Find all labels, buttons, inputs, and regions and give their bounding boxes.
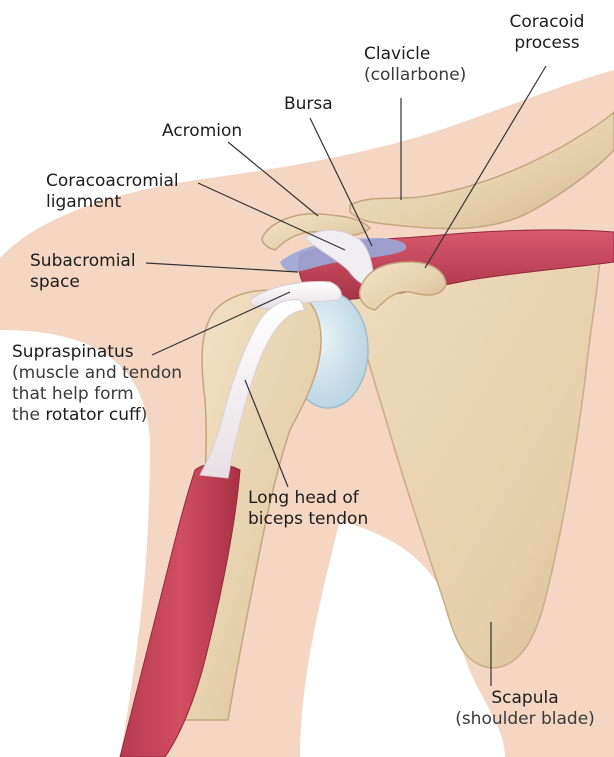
supraspinatus-sub3-post: ) <box>141 405 148 425</box>
scapula-sub: (shoulder blade) <box>440 709 610 730</box>
label-clavicle: Clavicle (collarbone) <box>364 44 466 86</box>
coracoacromial-line2: ligament <box>46 192 121 212</box>
acromion-title: Acromion <box>162 121 242 141</box>
supraspinatus-title: Supraspinatus <box>12 342 134 362</box>
clavicle-sub: (collarbone) <box>364 65 466 86</box>
subacromial-line2: space <box>30 272 80 292</box>
supraspinatus-sub1: (muscle and tendon <box>12 363 182 384</box>
coracoid-line1: Coracoid <box>510 12 585 32</box>
subacromial-line1: Subacromial <box>30 251 136 271</box>
scapula-title: Scapula <box>491 688 558 708</box>
biceps-line1: Long head of <box>248 488 359 508</box>
label-coracoid-process: Coracoid process <box>492 12 602 54</box>
biceps-line2: biceps tendon <box>248 509 368 529</box>
clavicle-title: Clavicle <box>364 44 430 64</box>
label-supraspinatus: Supraspinatus (muscle and tendon that he… <box>12 342 182 426</box>
label-coracoacromial-ligament: Coracoacromial ligament <box>46 171 179 213</box>
supraspinatus-sub3-pre: the <box>12 405 45 425</box>
coracoacromial-line1: Coracoacromial <box>46 171 179 191</box>
rotator-cuff-term: rotator cuff <box>45 405 140 425</box>
label-acromion: Acromion <box>162 121 242 142</box>
label-long-head-biceps-tendon: Long head of biceps tendon <box>248 488 368 530</box>
bursa-title: Bursa <box>284 94 333 114</box>
supraspinatus-sub2: that help form <box>12 384 182 405</box>
coracoid-line2: process <box>514 33 579 53</box>
label-subacromial-space: Subacromial space <box>30 251 136 293</box>
supraspinatus-sub3: the rotator cuff) <box>12 405 182 426</box>
label-bursa: Bursa <box>284 94 333 115</box>
label-scapula: Scapula (shoulder blade) <box>440 688 610 730</box>
